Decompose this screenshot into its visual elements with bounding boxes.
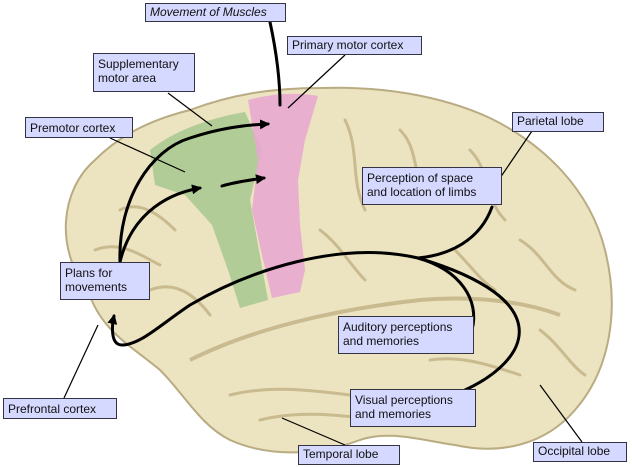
arrow-plans-to-premotor (118, 184, 202, 264)
premotor-region (150, 112, 268, 308)
lateral-sulcus (189, 296, 561, 362)
arrow-premotor-to-motor (220, 174, 266, 188)
label-movement-of-muscles: Movement of Muscles (145, 3, 286, 22)
leader-prefrontal (63, 324, 99, 399)
label-plans-for-movements: Plans for movements (60, 262, 150, 300)
leader-lines (63, 54, 583, 446)
label-premotor-cortex: Premotor cortex (25, 117, 133, 138)
arrow-loop-return (107, 251, 420, 347)
label-auditory-perceptions: Auditory perceptions and memories (338, 316, 474, 354)
pathway-arrows (107, 20, 521, 392)
label-parietal-lobe: Parietal lobe (512, 112, 604, 132)
label-primary-motor-cortex: Primary motor cortex (287, 36, 422, 55)
arrow-plans-to-sma (118, 119, 270, 264)
label-temporal-lobe: Temporal lobe (298, 445, 400, 465)
arrow-muscles-line (268, 20, 282, 107)
leader-primary-motor (287, 54, 346, 109)
label-occipital-lobe: Occipital lobe (533, 442, 627, 462)
label-supplementary-motor-area: Supplementary motor area (93, 53, 195, 92)
leader-sma (167, 92, 213, 127)
primary-motor-region (248, 93, 318, 298)
arrow-visual-loop (416, 256, 521, 392)
label-prefrontal-cortex: Prefrontal cortex (3, 398, 117, 419)
leader-occipital (539, 384, 583, 443)
arrow-space-loop (416, 205, 494, 260)
label-visual-perceptions: Visual perceptions and memories (350, 389, 476, 427)
leader-temporal (281, 417, 346, 446)
leader-parietal (499, 130, 533, 179)
label-perception-of-space: Perception of space and location of limb… (362, 167, 502, 205)
leader-premotor (109, 137, 186, 173)
